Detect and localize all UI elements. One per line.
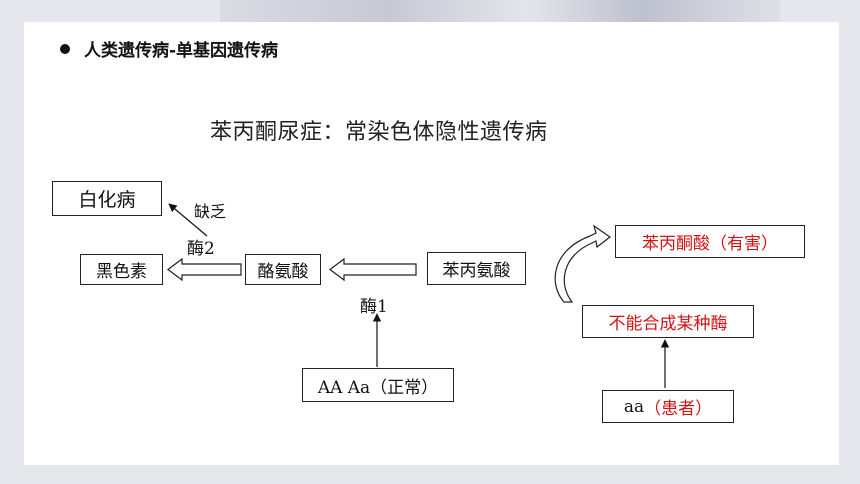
label-enzyme2: 酶2 — [187, 239, 215, 259]
node-phenylpyruvic-acid: 苯丙酮酸（有害） — [615, 225, 805, 258]
patient-genotype-aa: aa — [623, 396, 645, 417]
bullet-icon — [60, 43, 70, 54]
arrow-lack-to-albinism — [168, 203, 208, 237]
hollow-arrow-to-melanin — [167, 257, 242, 282]
node-tyrosine: 酪氨酸 — [245, 254, 321, 285]
slide: 人类遗传病-单基因遗传病 苯丙酮尿症：常染色体隐性遗传病 白化病 黑色素 酪氨酸… — [24, 22, 839, 465]
hollow-arrow-to-tyrosine — [329, 257, 417, 282]
diagram-arrows — [167, 203, 670, 388]
node-patient-genotype: aa（患者） — [602, 390, 734, 423]
slide-heading: 人类遗传病-单基因遗传病 — [60, 36, 278, 61]
label-enzyme1: 酶1 — [360, 297, 388, 317]
patient-label: （患者） — [644, 399, 713, 419]
node-normal-genotype: AA Aa（正常） — [302, 368, 454, 402]
curved-arrow-to-phenylpyruvic — [554, 224, 612, 303]
node-phenylalanine: 苯丙氨酸 — [427, 252, 526, 285]
background-decoration — [220, 0, 780, 22]
node-albinism: 白化病 — [52, 181, 162, 216]
node-melanin: 黑色素 — [80, 254, 163, 285]
heading-text: 人类遗传病-单基因遗传病 — [84, 41, 279, 61]
label-lack: 缺乏 — [194, 202, 227, 221]
diagram-subtitle: 苯丙酮尿症：常染色体隐性遗传病 — [210, 120, 548, 145]
node-cannot-synthesize-enzyme: 不能合成某种酶 — [582, 305, 754, 338]
